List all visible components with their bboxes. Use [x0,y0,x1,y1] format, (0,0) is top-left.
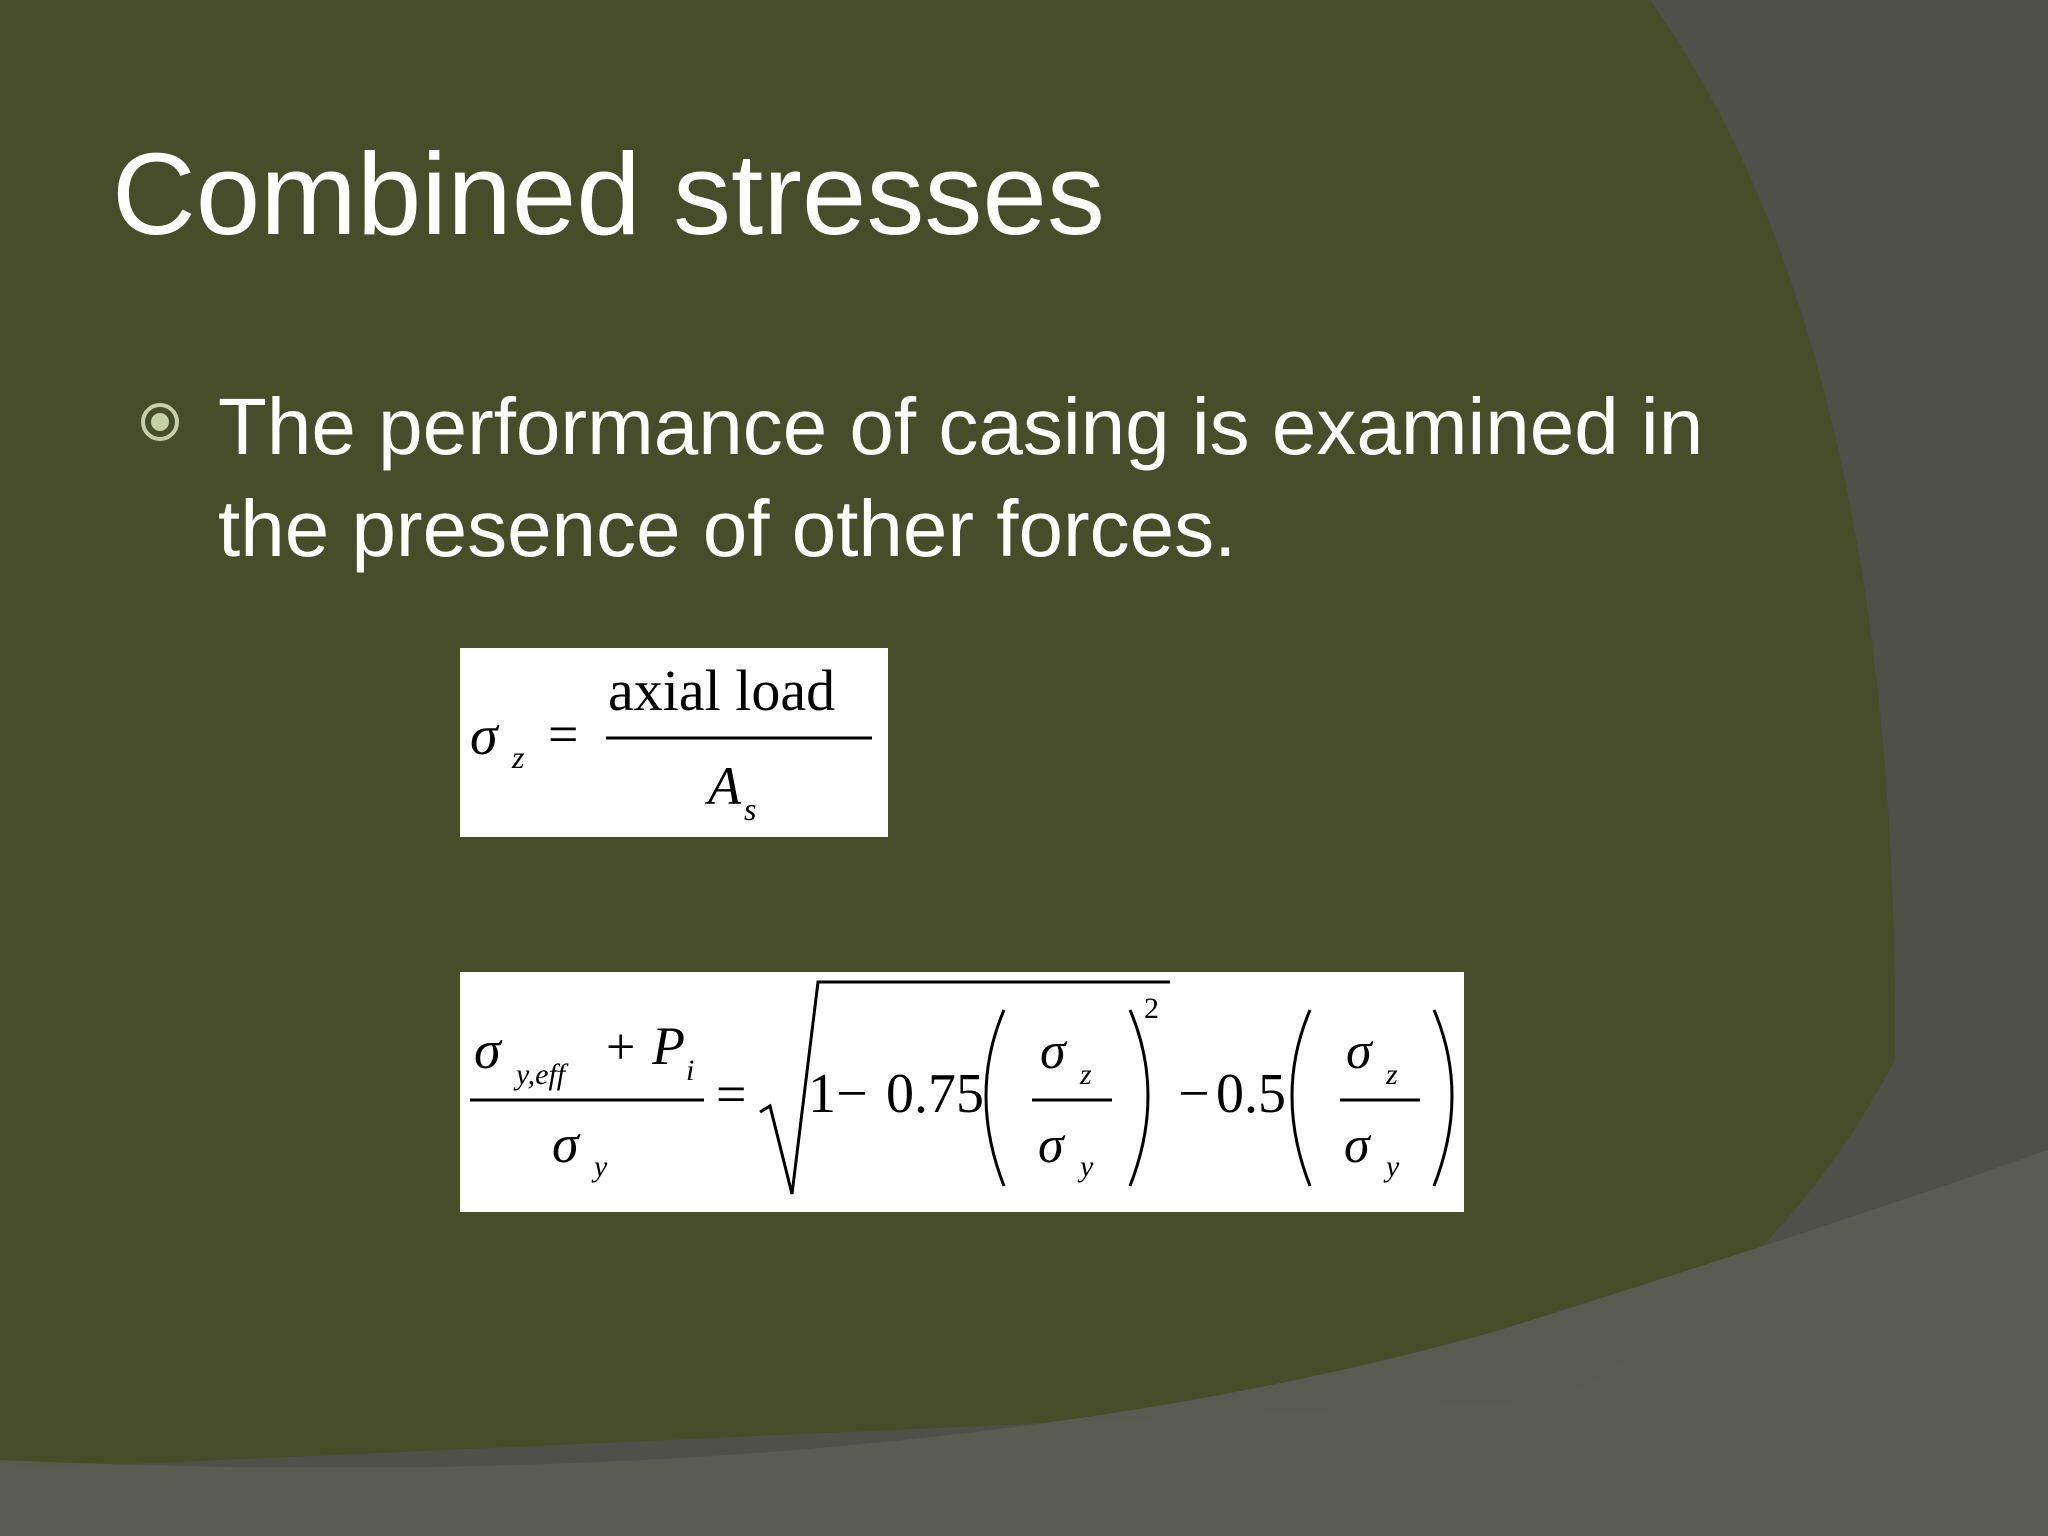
right-paren-1 [1128,1009,1150,1187]
subscript-s: s [744,791,756,827]
ratio1-subscript-y: y [1077,1150,1094,1183]
ratio2-subscript-y: y [1383,1150,1400,1183]
formula-axial-stress-svg: σ z = axial load A s [470,658,872,827]
minus-sign-2: − [1178,1063,1210,1125]
bullet-text: The performance of casing is examined in… [218,382,1704,573]
exponent-two: 2 [1144,992,1159,1025]
subscript-z: z [511,739,525,775]
sigma-yeff-symbol: σ [474,1020,503,1080]
subscript-i: i [686,1054,694,1087]
formula-effective-yield: σ y,eff + P i σ y = 1 − 0.75 σ z σ y 2 −… [460,972,1464,1212]
term-one: 1 [808,1063,836,1125]
ratio1-sigma-y: σ [1038,1117,1066,1174]
coefficient-05: 0.5 [1216,1063,1286,1125]
ratio1-sigma-z: σ [1040,1023,1068,1080]
sigma-symbol: σ [470,705,500,767]
pressure-symbol: P [651,1016,685,1076]
coefficient-075: 0.75 [886,1063,984,1125]
right-paren-2 [1432,1009,1454,1187]
left-paren-1 [984,1009,1006,1187]
background-lower-band [0,1150,2048,1536]
ratio2-sigma-z: σ [1346,1023,1374,1080]
ratio2-subscript-z: z [1385,1058,1398,1091]
ratio2-sigma-y: σ [1344,1117,1372,1174]
slide-title: Combined stresses [112,129,1105,259]
plus-sign: + [606,1019,635,1076]
area-symbol: A [705,756,742,816]
subscript-yeff: y,eff [513,1058,569,1091]
square-root-sign [759,980,1170,1195]
subscript-y: y [591,1150,608,1183]
circled-dot-icon [141,403,179,441]
equals-sign: = [548,704,578,764]
formula-effective-yield-svg: σ y,eff + P i σ y = 1 − 0.75 σ z σ y 2 −… [470,980,1454,1195]
formula-axial-stress: σ z = axial load A s [460,648,888,837]
minus-sign-1: − [836,1063,868,1125]
left-paren-2 [1290,1009,1312,1187]
sigma-y-symbol: σ [552,1114,581,1174]
numerator-axial-load: axial load [608,658,835,723]
equals-sign-2: = [716,1064,746,1124]
ratio1-subscript-z: z [1079,1058,1092,1091]
